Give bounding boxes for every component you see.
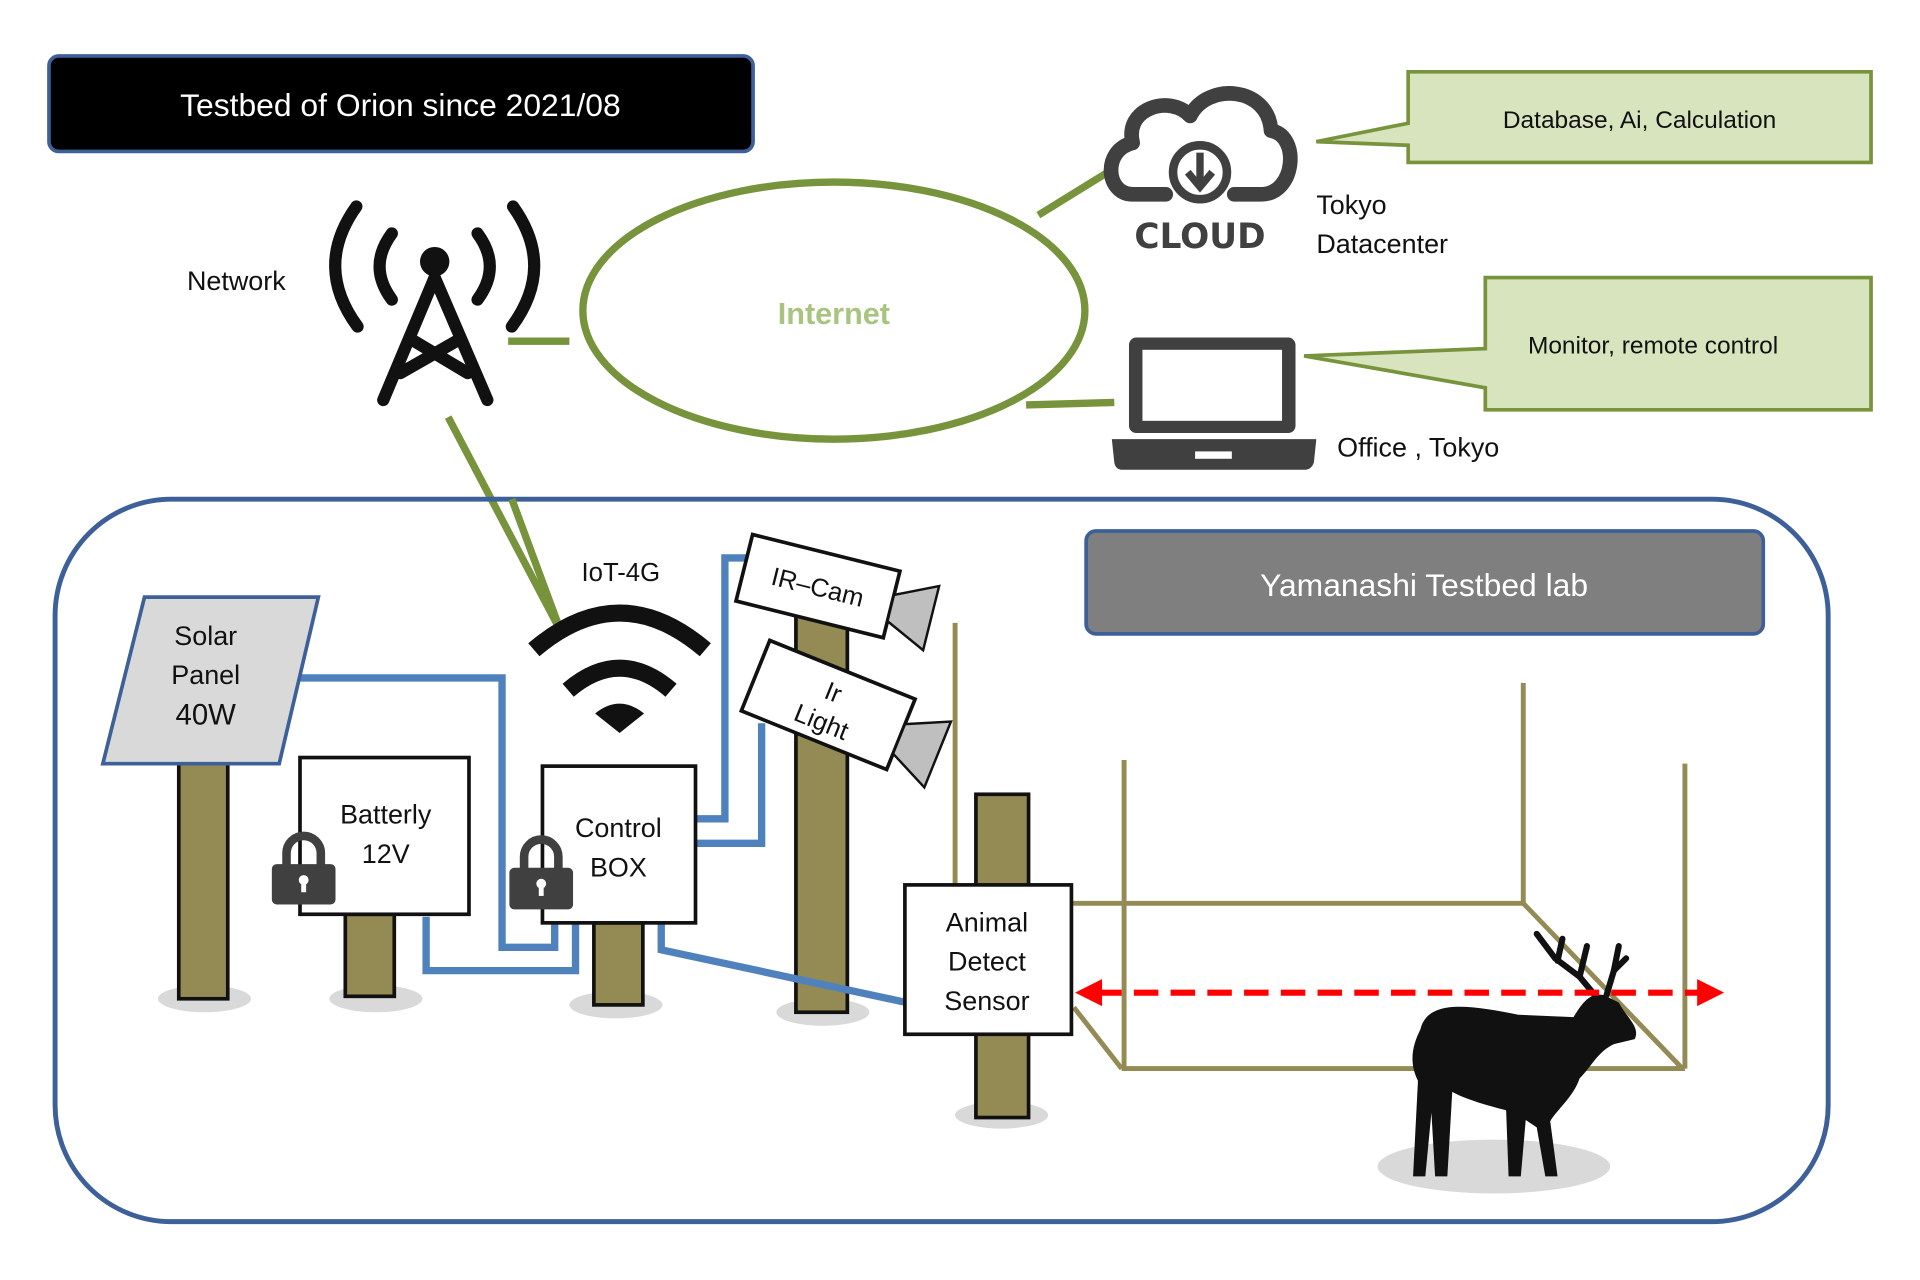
- battery-label-line1: Batterly: [340, 800, 432, 830]
- ir-light: Ir Light: [738, 638, 953, 790]
- battery-pole: [343, 912, 397, 999]
- lock-icon: [509, 835, 574, 910]
- control-label-line2: BOX: [590, 852, 647, 882]
- ir-camera: IR–Cam: [733, 532, 941, 653]
- solar-label-line3: 40W: [176, 698, 237, 731]
- sensor-cable: [657, 922, 907, 1007]
- iot-label: IoT-4G: [582, 559, 661, 587]
- lock-icon: [271, 831, 336, 905]
- battery-label-line2: 12V: [362, 839, 410, 869]
- tower-wifi-link-front: [508, 497, 565, 633]
- cloud-location-line1: Tokyo: [1316, 190, 1386, 220]
- control-label-line1: Control: [575, 813, 662, 843]
- fence: [952, 622, 1688, 1072]
- solar-panel: Solar Panel 40W: [100, 595, 321, 766]
- cloud-location-line2: Datacenter: [1316, 229, 1448, 259]
- sensor-label-line1: Animal: [946, 907, 1028, 937]
- solar-label-line1: Solar: [174, 621, 237, 651]
- internet-laptop-link: [1026, 398, 1115, 409]
- solar-cable: [300, 674, 559, 952]
- title-box: [47, 54, 755, 154]
- sensor-label-line2: Detect: [948, 947, 1026, 977]
- cell-tower-icon: [329, 200, 541, 407]
- laptop-icon: [1111, 337, 1317, 470]
- lab-title-text: Yamanashi Testbed lab: [1260, 567, 1588, 603]
- office-location: Office , Tokyo: [1337, 432, 1499, 462]
- deer-shadow: [1377, 1139, 1611, 1194]
- internet-cloud-link: [1036, 166, 1114, 219]
- lab-frame: [52, 496, 1831, 1225]
- detection-beam: [1075, 979, 1725, 1007]
- deer-icon: [1412, 930, 1637, 1177]
- solar-label-line2: Panel: [171, 660, 240, 690]
- cloud-callout: Database, Ai, Calculation: [1315, 69, 1873, 165]
- battery-cable: [422, 916, 580, 975]
- internet-label: Internet: [778, 297, 890, 331]
- sensor-label-line3: Sensor: [944, 986, 1029, 1016]
- cloud-download-icon: [1103, 86, 1298, 204]
- network-label: Network: [187, 266, 286, 296]
- cloud-callout-text: Database, Ai, Calculation: [1503, 107, 1776, 134]
- solar-pole: [176, 760, 230, 1001]
- animal-detect-sensor: Animal Detect Sensor: [903, 883, 1074, 1037]
- internet-ellipse: [579, 178, 1089, 443]
- power-cables: [300, 554, 907, 1007]
- ir-light-cable: [695, 723, 766, 847]
- office-callout: Monitor, remote control: [1303, 275, 1873, 412]
- cloud-icon-text: CLOUD: [1134, 217, 1265, 257]
- ir-cam-cable: [695, 554, 750, 823]
- office-callout-text: Monitor, remote control: [1528, 332, 1778, 359]
- lab-title-banner: Yamanashi Testbed lab: [1084, 529, 1766, 636]
- wifi-icon: [528, 604, 711, 734]
- control-pole: [592, 921, 645, 1007]
- control-box: Control BOX: [540, 764, 698, 925]
- title-text: Testbed of Orion since 2021/08: [180, 87, 621, 123]
- tower-wifi-link: [444, 415, 565, 634]
- title-banner: Testbed of Orion since 2021/08: [47, 54, 755, 154]
